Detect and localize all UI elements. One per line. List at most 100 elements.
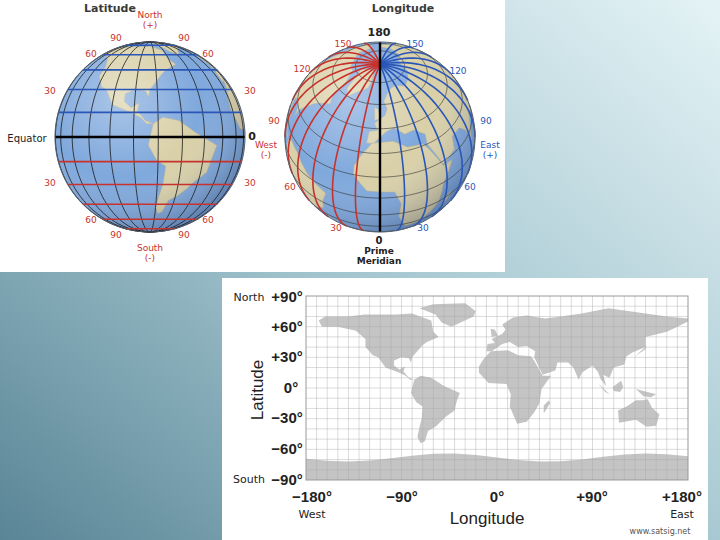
credit: www.satsig.net [630,528,691,537]
axis-tick: −90° [271,472,302,489]
map-grid-line [306,316,688,317]
map-land [544,400,550,413]
map-grid-line [306,398,688,399]
latitude-number: 60 [202,50,213,60]
axis-tick: +90° [271,289,302,306]
grid-line [288,64,380,173]
grid-line [380,64,462,200]
map-grid-line [306,388,688,389]
map-land [411,376,460,443]
map-land [598,383,610,394]
grid-line [55,136,245,139]
ocean [55,42,245,232]
longitude-number: 120 [449,67,466,77]
globe-shade [285,42,475,232]
axis-tick: 0° [284,380,298,397]
map-panel [222,278,708,540]
latitude-number: 90 [178,231,189,241]
axis-tick: −30° [271,410,302,427]
longitude-number: 90 [480,117,491,127]
axis-tick: +30° [271,349,302,366]
white-panel [0,0,505,272]
map-grid-line [306,336,688,337]
grid-line [379,42,381,64]
grid-line [355,64,380,230]
meridian-label: Prime Meridian [352,247,406,267]
longitude-number: 90 [268,117,279,127]
longitude-number: 150 [406,40,423,50]
direction-label: West [298,509,325,521]
ocean [285,42,475,232]
latitude-number: 30 [44,87,55,97]
axis-tick: +180° [662,489,702,506]
grid-line [380,64,472,173]
map-land [319,313,439,379]
map-grid-line [306,469,688,470]
grid-line [313,64,380,217]
globe-outline [285,42,475,232]
map-grid-line [306,367,688,368]
map-grid-line [306,418,688,419]
grid-line [83,203,217,205]
latitude-number: 90 [110,231,121,241]
map-land [420,303,476,327]
map-grid-line [306,449,688,450]
hemisphere-label: South (-) [133,244,167,264]
grid-line [298,64,380,200]
longitude-number: 180 [368,27,391,39]
axis-tick: −180° [292,489,332,506]
grid-line [380,64,405,230]
grid-line [380,47,413,64]
map-grid-line [306,408,688,409]
axis-tick: +60° [271,319,302,336]
axis-tick: −60° [271,441,302,458]
latitude-number: 90 [110,34,121,44]
map-grid-line [306,377,688,378]
longitude-number: 30 [417,224,428,234]
map-grid-line [306,326,688,327]
grid-line [380,52,431,64]
map-grid-line [306,357,688,358]
axis-tick: −90° [386,489,417,506]
grid-line [125,228,174,230]
grid-line [380,43,396,64]
grid-line [68,89,233,91]
map-border [306,296,688,480]
latitude-number: 30 [44,179,55,189]
hemisphere-label: East (+) [476,141,504,161]
latitude-number: 30 [244,87,255,97]
direction-label: North [234,292,265,304]
latitude-number: 0 [248,131,256,143]
world-map [306,296,688,480]
globe-outline [55,42,245,232]
map-land [613,381,624,392]
longitude-number: 30 [330,224,341,234]
grid-line [125,44,174,46]
longitude-globe [285,42,475,232]
grid-line [83,69,217,71]
grid-line [380,64,475,137]
direction-label: South [233,474,265,486]
map-grid-line [306,439,688,440]
longitude-number: 0 [376,235,383,246]
equator-label: Equator [7,133,46,144]
map-grid-line [306,428,688,429]
longitude-number: 60 [464,183,475,193]
grid-line [58,112,242,114]
grid-line [380,64,447,217]
longitude-number: 150 [334,40,351,50]
axis-title: Latitude [249,360,268,421]
grid-line [103,54,198,56]
latitude-number: 60 [202,216,213,226]
grid-line [379,64,381,232]
longitude-number: 60 [284,183,295,193]
latitude-number: 60 [85,50,96,60]
hemisphere-label: West (-) [252,141,280,161]
map-grid-line [306,306,688,307]
map-grid-line [306,347,688,348]
latitude-globe [55,42,245,232]
globe-title: Latitude [84,3,136,15]
map-grid-line [306,459,688,460]
axis-tick: 0° [490,489,504,506]
